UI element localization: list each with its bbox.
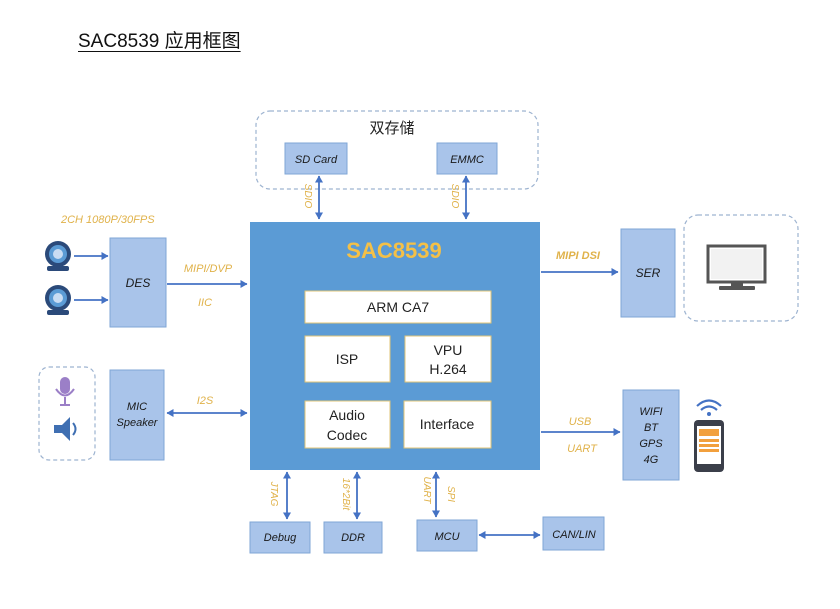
wireless-block [622, 389, 680, 481]
page-title: SAC8539 应用框图 [78, 31, 241, 52]
emmc-label: EMMC [450, 154, 484, 166]
audio-codec-label-line2: Codec [327, 427, 367, 443]
sd-card-label: SD Card [295, 154, 338, 166]
soc-title: SAC8539 [346, 238, 441, 263]
camera-icon [45, 241, 71, 271]
ddr-link-label: 16*2Bit [340, 478, 351, 511]
isp-label: ISP [336, 351, 359, 367]
gps-label: GPS [639, 438, 663, 450]
camera-spec-label: 2CH 1080P/30FPS [60, 214, 155, 226]
vpu-label-line1: VPU [434, 342, 463, 358]
des-link-bottom-label: IIC [198, 297, 212, 309]
vpu-label-line2: H.264 [429, 361, 467, 377]
storage-group [255, 110, 539, 190]
usb-link-label: USB [569, 416, 592, 428]
canlin-block [542, 516, 605, 551]
jtag-link-label: JTAG [268, 481, 279, 507]
interface-block [403, 400, 492, 449]
storage-group-label: 双存储 [369, 119, 414, 137]
ddr-block [323, 521, 383, 554]
mcu-block [416, 519, 478, 552]
isp-block [304, 335, 391, 383]
display-group [683, 214, 799, 322]
des-block [109, 237, 167, 328]
mic-speaker-label-line1: MIC [127, 401, 147, 413]
smartphone-icon [694, 420, 724, 472]
des-link-top-label: MIPI/DVP [184, 263, 233, 275]
soc-block [250, 222, 540, 470]
mcu-uart-link-label: UART [421, 476, 432, 504]
arm-label: ARM CA7 [367, 299, 429, 315]
emmc-sdio-link-label: SDIO [449, 184, 460, 209]
mcu-spi-link-label: SPI [445, 486, 456, 502]
audio-codec-label-line1: Audio [329, 407, 365, 423]
uart-link-label: UART [567, 443, 598, 455]
mcu-label: MCU [434, 531, 459, 543]
mipi-dsi-link-label: MIPI DSI [556, 250, 601, 262]
ddr-label: DDR [341, 532, 365, 544]
speaker-icon [54, 417, 77, 441]
sd-card-block [284, 142, 348, 175]
4g-label: 4G [644, 454, 659, 466]
camera-icon [45, 285, 71, 315]
emmc-block [436, 142, 498, 175]
wifi-label: WIFI [639, 406, 662, 418]
ser-block [620, 228, 676, 318]
debug-block [249, 521, 311, 554]
sd-sdio-link-label: SDIO [302, 184, 313, 209]
interface-label: Interface [420, 416, 475, 432]
audio-device-group [38, 366, 96, 461]
canlin-label: CAN/LIN [552, 529, 595, 541]
ser-label: SER [636, 266, 661, 280]
arm-block [304, 290, 492, 324]
mic-speaker-label-line2: Speaker [117, 417, 159, 429]
des-label: DES [126, 276, 151, 290]
wifi-icon [696, 399, 722, 416]
audio-codec-block [304, 400, 391, 449]
mic-speaker-block [109, 369, 165, 461]
vpu-block [404, 335, 492, 383]
microphone-icon [55, 377, 75, 406]
monitor-icon [706, 244, 767, 290]
bt-label: BT [644, 422, 659, 434]
i2s-link-label: I2S [197, 395, 214, 407]
debug-label: Debug [264, 532, 297, 544]
